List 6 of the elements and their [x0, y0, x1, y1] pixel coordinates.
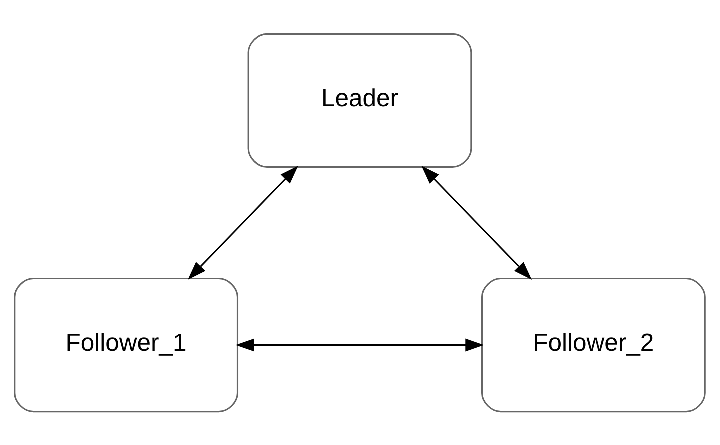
arrow: [422, 165, 532, 280]
node-box: Follower_2: [481, 277, 706, 412]
arrow: [188, 165, 298, 280]
node-box: Follower_1: [14, 277, 239, 412]
node-box: Leader: [248, 32, 472, 168]
arrow: [236, 338, 484, 352]
